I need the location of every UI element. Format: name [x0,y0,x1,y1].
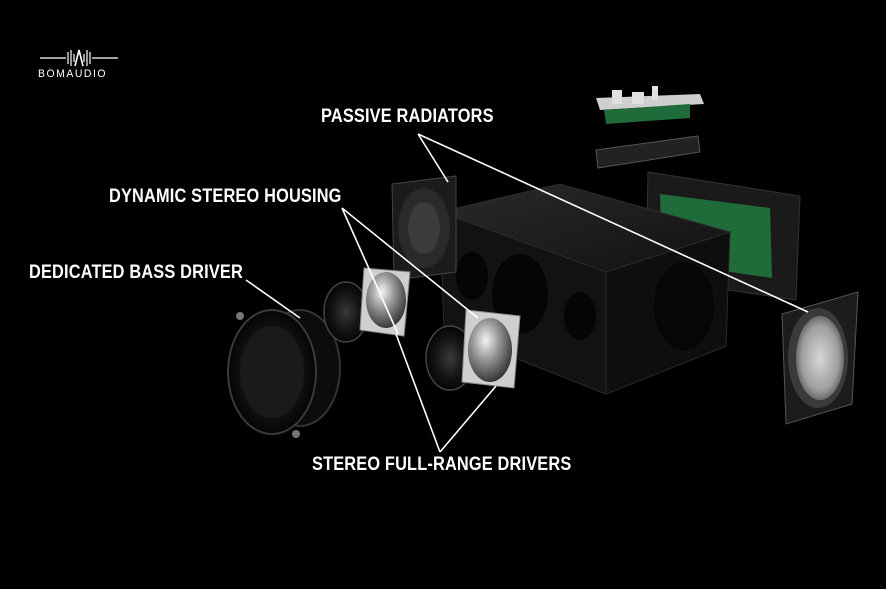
brand-logo: BŌMAUDIO [36,48,122,84]
bass-driver [228,310,340,438]
passive-radiator-rear [392,176,456,280]
leader-stereo-2 [440,386,496,452]
full-range-driver-right [426,310,520,390]
brand-logo-text: BŌMAUDIO [38,68,107,80]
passive-radiator-front [782,292,858,424]
control-pcb [596,86,704,168]
callout-stereo-full-range-drivers: STEREO FULL-RANGE DRIVERS [312,454,571,476]
callout-dynamic-stereo-housing: DYNAMIC STEREO HOUSING [109,186,342,208]
waveform-icon [36,48,122,68]
callout-dedicated-bass-driver: DEDICATED BASS DRIVER [29,262,243,284]
callout-passive-radiators: PASSIVE RADIATORS [321,106,494,128]
